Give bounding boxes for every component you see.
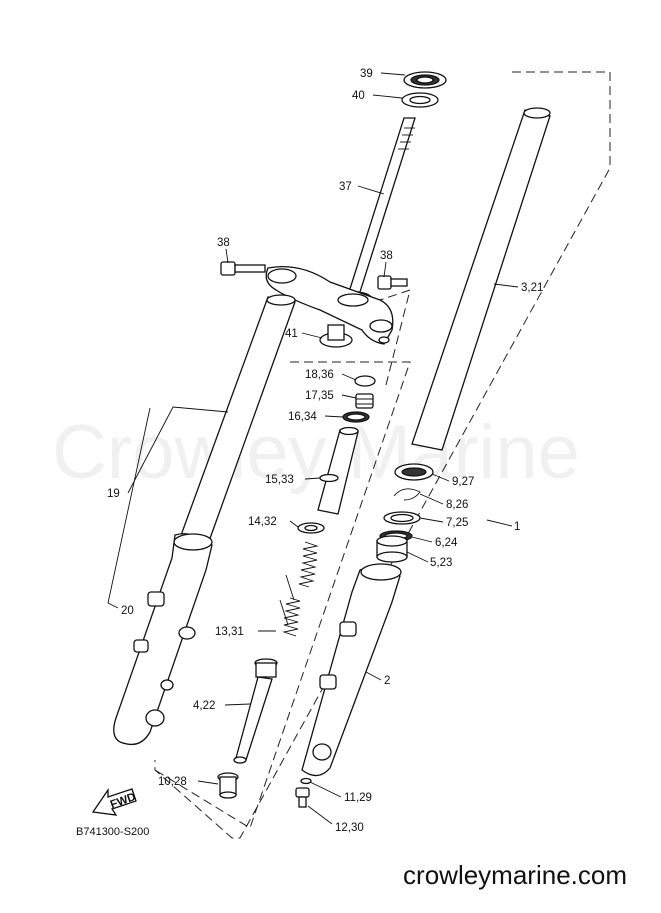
part-41-nut[interactable] xyxy=(319,324,353,348)
callout-20: 20 xyxy=(121,605,134,617)
part-2-outer-tube-right[interactable] xyxy=(301,563,402,777)
part-9-27-oil-seal[interactable] xyxy=(394,463,434,481)
diagram-code: B741300-S200 xyxy=(76,826,150,838)
part-10-28-oil-lock-piece[interactable] xyxy=(217,772,239,799)
part-5-23-bushing[interactable] xyxy=(376,535,408,563)
callout-3-21: 3,21 xyxy=(521,282,543,294)
part-38-bolt-right[interactable] xyxy=(377,275,408,290)
bracket-outline xyxy=(379,289,411,386)
fwd-label: FWD xyxy=(109,791,138,811)
callout-39: 39 xyxy=(360,68,373,80)
fwd-arrow-icon: FWD xyxy=(91,787,138,816)
callout-6-24: 6,24 xyxy=(435,537,458,549)
part-40-washer[interactable] xyxy=(401,92,439,108)
part-20-outer-tube-left[interactable] xyxy=(113,533,213,746)
part-38-bolt-left[interactable] xyxy=(220,261,266,276)
callout-18-36: 18,36 xyxy=(305,369,334,381)
callout-11-29: 11,29 xyxy=(344,792,372,804)
part-11-29-gasket[interactable] xyxy=(300,777,312,785)
callout-37: 37 xyxy=(339,181,352,193)
callout-labels: 39 40 37 38 38 41 3,21 18,36 17,35 16,34… xyxy=(107,68,543,834)
site-url[interactable]: crowleymarine.com xyxy=(403,860,627,890)
callout-17-35: 17,35 xyxy=(305,390,334,402)
callout-19: 19 xyxy=(107,488,120,500)
callout-12-30: 12,30 xyxy=(335,822,364,834)
part-8-26-clip[interactable] xyxy=(393,488,421,501)
part-3-21-inner-tube-right[interactable] xyxy=(411,107,551,451)
callout-14-32: 14,32 xyxy=(248,516,277,528)
callout-38-right: 38 xyxy=(380,250,393,262)
callout-5-23: 5,23 xyxy=(430,557,452,569)
part-17-35-cap-bolt[interactable] xyxy=(355,393,374,409)
under-bracket[interactable] xyxy=(265,265,394,345)
assembly-outline-inner xyxy=(154,361,411,829)
callout-38-left: 38 xyxy=(217,237,230,249)
assembly-outline-right xyxy=(154,71,611,839)
callout-16-34: 16,34 xyxy=(288,411,317,423)
part-39-dust-seal[interactable] xyxy=(403,71,447,89)
callout-9-27: 9,27 xyxy=(452,476,474,488)
callout-8-26: 8,26 xyxy=(446,499,468,511)
part-14-32-washer[interactable] xyxy=(297,522,325,534)
callout-1: 1 xyxy=(514,521,520,533)
callout-13-31: 13,31 xyxy=(215,626,244,638)
callout-10-28: 10,28 xyxy=(158,776,187,788)
callout-41: 41 xyxy=(285,328,298,340)
part-18-36-cap[interactable] xyxy=(354,375,376,387)
part-4-22-damper-rod[interactable] xyxy=(233,658,278,764)
callout-4-22: 4,22 xyxy=(193,700,215,712)
part-13-31-spring[interactable] xyxy=(279,541,319,637)
callout-15-33: 15,33 xyxy=(265,474,294,486)
part-15-33-spacer[interactable] xyxy=(317,426,359,515)
part-37-steering-stem[interactable] xyxy=(338,117,416,305)
callout-40: 40 xyxy=(352,90,365,102)
part-7-25-washer[interactable] xyxy=(383,511,421,525)
callout-2: 2 xyxy=(384,675,390,687)
leader-lines xyxy=(107,72,519,825)
callout-7-25: 7,25 xyxy=(446,517,468,529)
part-16-34-o-ring[interactable] xyxy=(342,411,370,423)
part-12-30-bolt[interactable] xyxy=(295,787,310,808)
